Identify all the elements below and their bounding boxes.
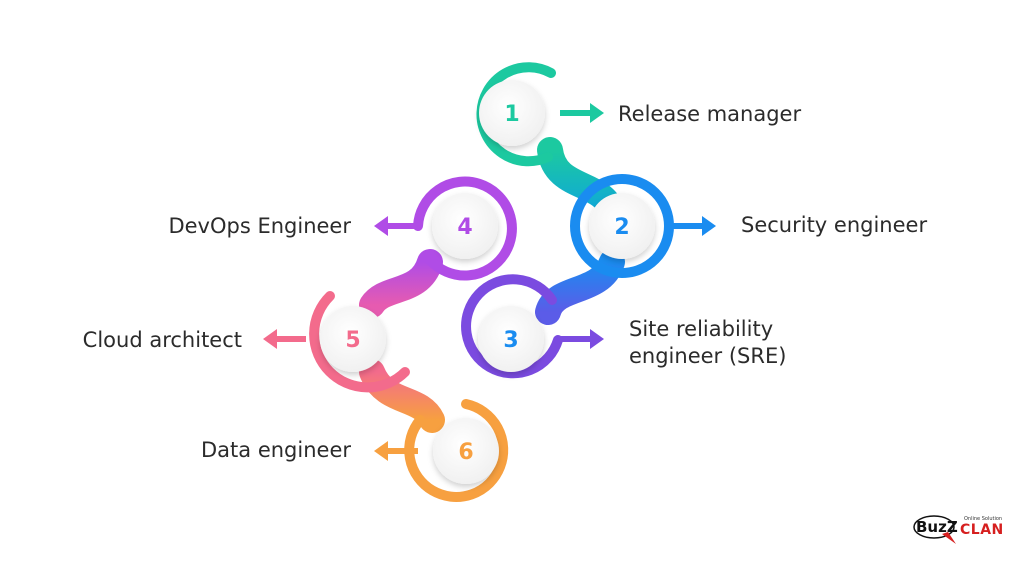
step-1-label: Release manager	[618, 102, 802, 126]
step-5-number: 5	[345, 328, 360, 353]
step-2-arrow	[670, 216, 716, 236]
step-5-ring	[309, 291, 410, 393]
step-4-ring	[413, 176, 517, 281]
logo-brand-right: CLAN	[960, 522, 1004, 538]
step-4-label: DevOps Engineer	[168, 214, 351, 238]
logo-tagline: Online Solution	[964, 516, 1003, 522]
step-5-node: 5	[263, 291, 410, 393]
logo-brand-left: BuzZ	[916, 518, 958, 536]
step-4-node: 4	[374, 176, 517, 281]
step-3-arrow	[560, 329, 604, 349]
step-3-label-line1: Site reliability	[629, 317, 774, 341]
step-3-number: 3	[503, 328, 518, 353]
step-5-arrow	[263, 329, 306, 349]
logo-mark	[913, 515, 956, 544]
step-2-ring	[570, 174, 674, 278]
step-2-number: 2	[614, 215, 629, 240]
buzzclan-logo: BuzZ Online Solution CLAN	[912, 512, 1012, 546]
step-2-inner-circle	[589, 193, 655, 259]
step-2-node: 2	[570, 174, 716, 278]
step-6-inner-circle	[433, 418, 499, 484]
step-4-number: 4	[457, 215, 472, 240]
step-5-label: Cloud architect	[82, 328, 242, 352]
step-6-label: Data engineer	[201, 438, 351, 462]
step-6-node: 6	[374, 399, 509, 502]
step-6-number: 6	[458, 440, 473, 465]
step-3-label-line2: engineer (SRE)	[629, 344, 787, 368]
step-1-inner-circle	[479, 80, 545, 146]
step-1-number: 1	[504, 102, 519, 127]
step-1-arrow	[560, 103, 604, 123]
step-3-node: 3	[461, 274, 604, 379]
connector-5-6	[359, 359, 445, 433]
step-5-inner-circle	[320, 306, 386, 372]
step-2-label: Security engineer	[741, 213, 928, 237]
step-3-inner-circle	[478, 306, 544, 372]
step-4-inner-circle	[432, 193, 498, 259]
step-3-ring	[461, 274, 563, 379]
step-1-node: 1	[476, 62, 604, 167]
step-6-ring	[404, 399, 509, 502]
step-4-arrow	[374, 216, 418, 236]
step-6-arrow	[374, 441, 418, 461]
connector-4-5	[359, 249, 443, 318]
